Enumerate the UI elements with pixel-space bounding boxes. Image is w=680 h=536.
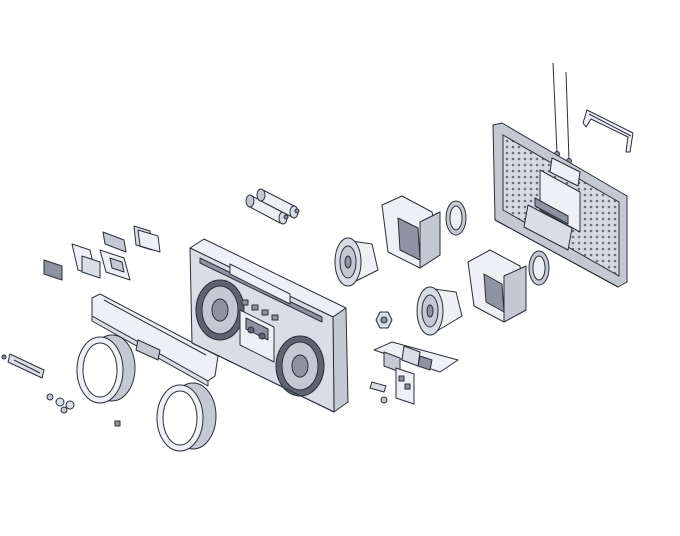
small-nut [375, 311, 393, 329]
woofer-cone-upper [334, 237, 379, 287]
telescopic-antennas [552, 62, 572, 164]
speaker-enclosure-lower [467, 249, 550, 323]
speaker-trim-ring-lower [156, 382, 217, 452]
speaker-enclosure-upper [381, 195, 467, 269]
speaker-trim-ring-upper [76, 334, 136, 404]
front-control-strip [91, 293, 219, 387]
woofer-cone-lower [416, 286, 463, 336]
front-housing [189, 238, 349, 413]
small-screws [1, 353, 121, 427]
rear-housing-with-grille [492, 122, 628, 288]
small-brackets [43, 225, 161, 281]
control-circuit-board [369, 341, 459, 405]
battery-pair [245, 188, 300, 225]
carry-handle [582, 109, 634, 153]
